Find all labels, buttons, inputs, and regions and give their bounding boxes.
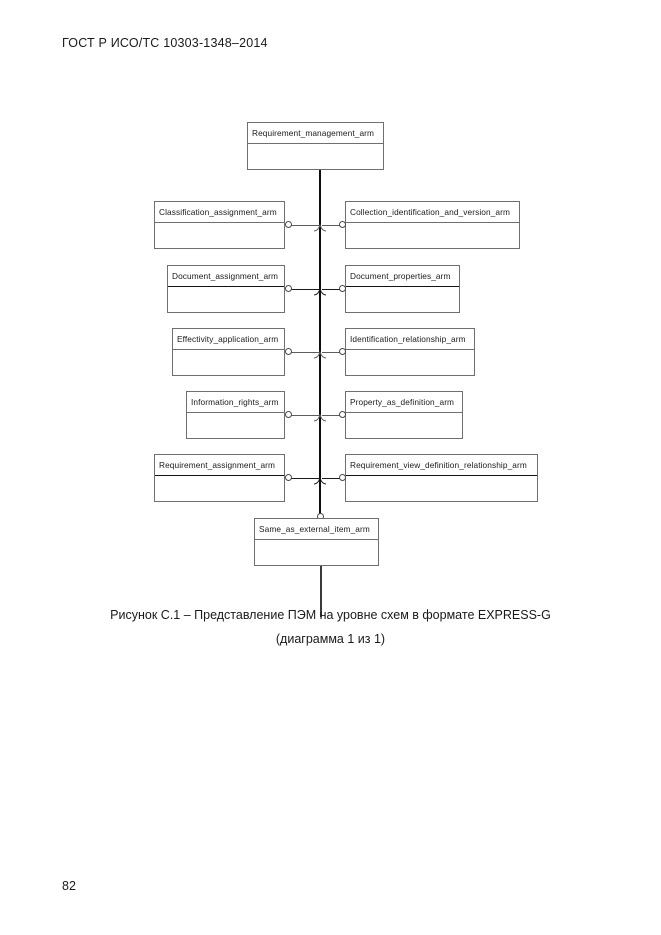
figure-caption-line-1: Рисунок С.1 – Представление ПЭМ на уровн… [110,608,551,622]
entity-box-body [346,476,537,501]
entity-box-classification-assignment-arm[interactable]: Classification_assignment_arm [154,201,285,249]
connector-circle-row5-right [339,474,346,481]
connector-circle-row1-right [339,221,346,228]
connector-circle-row2-left [285,285,292,292]
line-crossing-bend-row5 [313,472,327,485]
entity-box-body [248,144,383,169]
entity-label-requirement-view-definition-relationship-arm: Requirement_view_definition_relationship… [346,455,537,476]
relationship-line-row4-right [322,415,345,416]
entity-box-requirement-assignment-arm[interactable]: Requirement_assignment_arm [154,454,285,502]
document-header-standard-number: ГОСТ Р ИСО/ТС 10303-1348–2014 [62,36,268,50]
entity-box-collection-identification-and-version-arm[interactable]: Collection_identification_and_version_ar… [345,201,520,249]
entity-box-document-assignment-arm[interactable]: Document_assignment_arm [167,265,285,313]
entity-box-identification-relationship-arm[interactable]: Identification_relationship_arm [345,328,475,376]
connector-circle-row3-right [339,348,346,355]
entity-box-requirement-view-definition-relationship-arm[interactable]: Requirement_view_definition_relationship… [345,454,538,502]
entity-box-body [346,287,459,312]
entity-box-effectivity-application-arm[interactable]: Effectivity_application_arm [172,328,285,376]
relationship-line-row5-left [291,478,319,479]
figure-express-g-diagram: Requirement_management_arm Classificatio… [0,100,661,617]
entity-label-requirement-management-arm: Requirement_management_arm [248,123,383,144]
relationship-line-row1-right [322,225,345,226]
entity-box-body [168,287,284,312]
connector-circle-row5-left [285,474,292,481]
diagram-canvas: Requirement_management_arm Classificatio… [0,100,661,617]
relationship-line-row3-left [291,352,319,353]
line-crossing-bend-row3 [313,346,327,359]
entity-label-classification-assignment-arm: Classification_assignment_arm [155,202,284,223]
entity-box-requirement-management-arm[interactable]: Requirement_management_arm [247,122,384,170]
relationship-line-row1-left [291,225,319,226]
entity-label-document-properties-arm: Document_properties_arm [346,266,459,287]
entity-box-body [346,223,519,248]
trunk-line-vertical [319,170,322,542]
entity-box-body [155,476,284,501]
relationship-line-row3-right [322,352,345,353]
entity-label-effectivity-application-arm: Effectivity_application_arm [173,329,284,350]
connector-circle-row4-left [285,411,292,418]
entity-box-property-as-definition-arm[interactable]: Property_as_definition_arm [345,391,463,439]
entity-box-body [187,413,284,438]
relationship-line-row5-right [322,478,345,479]
line-crossing-bend-row2 [313,283,327,296]
trunk-line-lower-stub [320,542,322,617]
connector-circle-row2-right [339,285,346,292]
figure-caption-line-2: (диаграмма 1 из 1) [275,632,386,646]
line-crossing-bend-row1 [313,219,327,232]
relationship-line-row2-right [322,289,345,290]
entity-label-identification-relationship-arm: Identification_relationship_arm [346,329,474,350]
entity-box-document-properties-arm[interactable]: Document_properties_arm [345,265,460,313]
entity-label-requirement-assignment-arm: Requirement_assignment_arm [155,455,284,476]
relationship-line-row2-left [291,289,319,290]
entity-label-collection-identification-and-version-arm: Collection_identification_and_version_ar… [346,202,519,223]
entity-label-information-rights-arm: Information_rights_arm [187,392,284,413]
connector-circle-row3-left [285,348,292,355]
page-number: 82 [62,879,76,893]
connector-circle-row1-left [285,221,292,228]
entity-box-same-as-external-item-arm[interactable]: Same_as_external_item_arm [254,518,379,566]
line-crossing-bend-row4 [313,409,327,422]
entity-box-body [255,540,378,565]
entity-label-document-assignment-arm: Document_assignment_arm [168,266,284,287]
entity-box-information-rights-arm[interactable]: Information_rights_arm [186,391,285,439]
entity-box-body [173,350,284,375]
entity-label-same-as-external-item-arm: Same_as_external_item_arm [255,519,378,540]
relationship-line-row4-left [291,415,319,416]
entity-label-property-as-definition-arm: Property_as_definition_arm [346,392,462,413]
entity-box-body [346,350,474,375]
connector-circle-row4-right [339,411,346,418]
entity-box-body [155,223,284,248]
entity-box-body [346,413,462,438]
